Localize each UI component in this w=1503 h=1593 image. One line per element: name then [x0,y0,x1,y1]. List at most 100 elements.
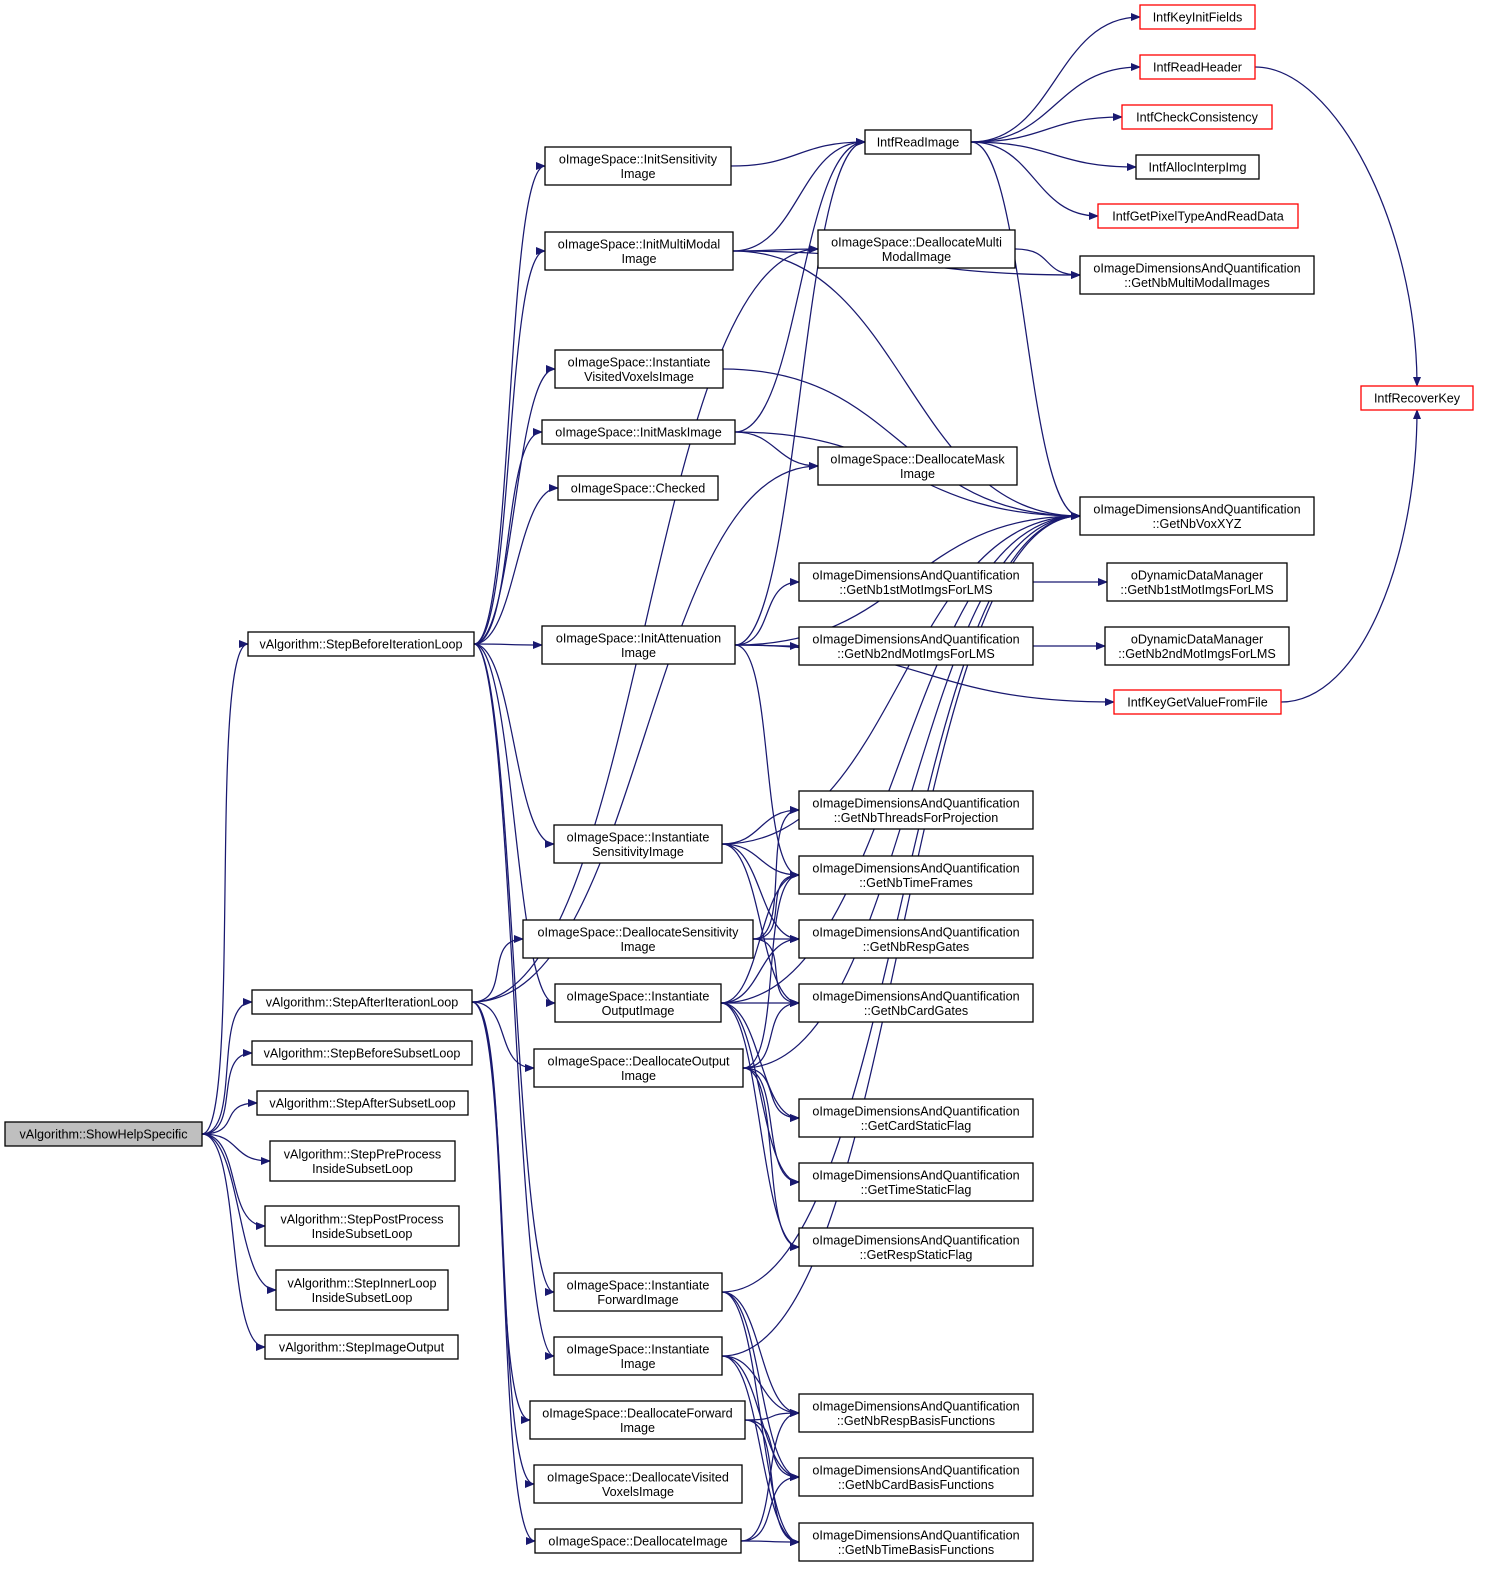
graph-node-nbcardbasis[interactable]: oImageDimensionsAndQuantification::GetNb… [798,1457,1034,1497]
graph-node-respstatic[interactable]: oImageDimensionsAndQuantification::GetRe… [798,1227,1034,1267]
graph-node-instvv[interactable]: oImageSpace::InstantiateVisitedVoxelsIma… [554,349,724,389]
graph-node-sbsl[interactable]: vAlgorithm::StepBeforeSubsetLoop [251,1040,473,1066]
node-label: Image [621,646,656,660]
graph-node-sbil[interactable]: vAlgorithm::StepBeforeIterationLoop [247,631,475,657]
node-label: oImageSpace::InitAttenuation [556,631,721,645]
node-box [798,855,1034,895]
call-edge-deallocout-to-cardstatic [742,1067,800,1122]
node-box [1113,689,1282,715]
graph-node-nbtf[interactable]: oImageDimensionsAndQuantification::GetNb… [798,855,1034,895]
call-edge-deallocimg-to-nbtimebasis [740,1537,800,1546]
node-label: ::GetNbCardGates [864,1004,968,1018]
node-box [1139,4,1256,30]
node-box [553,1272,723,1312]
call-edge-deallocsens-to-nbtf [752,871,800,940]
call-edge-instout-to-cardstatic [720,1002,800,1122]
graph-node-initmask[interactable]: oImageSpace::InitMaskImage [541,419,736,445]
node-label: oImageSpace::Instantiate [567,1342,710,1356]
graph-node-keyget[interactable]: IntfKeyGetValueFromFile [1113,689,1282,715]
node-label: Image [900,467,935,481]
call-edge-deallocout-to-nbcard [742,999,800,1069]
node-label: InsideSubsetLoop [312,1162,413,1176]
graph-node-deallocvv[interactable]: oImageSpace::DeallocateVisitedVoxelsImag… [533,1464,743,1504]
node-box [247,631,475,657]
graph-node-simgout[interactable]: vAlgorithm::StepImageOutput [264,1334,459,1360]
node-box [798,919,1034,959]
graph-node-sppre[interactable]: vAlgorithm::StepPreProcessInsideSubsetLo… [269,1140,456,1182]
node-label: IntfKeyGetValueFromFile [1127,696,1267,710]
call-edge-sail-to-deallocout [471,1001,535,1072]
node-box [533,1048,744,1088]
graph-node-root[interactable]: vAlgorithm::ShowHelpSpecific [4,1121,203,1147]
graph-node-keyinit[interactable]: IntfKeyInitFields [1139,4,1256,30]
node-box [251,1040,473,1066]
node-box [798,1227,1034,1267]
node-box [553,1336,723,1376]
graph-node-nbrespbasis[interactable]: oImageDimensionsAndQuantification::GetNb… [798,1393,1034,1433]
graph-node-readimg[interactable]: IntfReadImage [864,129,972,155]
graph-node-dyn1st[interactable]: oDynamicDataManager::GetNb1stMotImgsForL… [1106,562,1288,602]
node-label: ::GetNb2ndMotImgsForLMS [1118,647,1275,661]
node-label: Image [621,252,656,266]
call-edge-instout-to-nbresp [720,935,800,1004]
node-label: SensitivityImage [592,845,684,859]
graph-node-recover[interactable]: IntfRecoverKey [1360,385,1474,411]
node-box [798,983,1034,1023]
node-label: oImageSpace::Instantiate [567,1278,710,1292]
node-label: ForwardImage [597,1293,678,1307]
call-edge-instout-to-respstatic [720,1002,800,1251]
graph-node-sinner[interactable]: vAlgorithm::StepInnerLoopInsideSubsetLoo… [275,1269,449,1311]
node-label: oImageDimensionsAndQuantification [812,1233,1019,1247]
graph-node-nbvox[interactable]: oImageDimensionsAndQuantification::GetNb… [1079,496,1315,536]
graph-node-nbmm[interactable]: oImageDimensionsAndQuantification::GetNb… [1079,255,1315,295]
graph-node-nbtimebasis[interactable]: oImageDimensionsAndQuantification::GetNb… [798,1522,1034,1562]
node-label: oImageSpace::DeallocateSensitivity [538,925,740,939]
call-edge-deallocout-to-timestatic [742,1067,800,1186]
graph-node-deallocimg[interactable]: oImageSpace::DeallocateImage [534,1528,742,1554]
node-box [529,1400,746,1440]
call-edge-readimg-to-keyinit [970,13,1141,143]
call-edge-deallocsens-to-nbcard [752,938,800,1007]
node-label: ::GetTimeStaticFlag [861,1183,972,1197]
graph-node-nb1st[interactable]: oImageDimensionsAndQuantification::GetNb… [798,562,1034,602]
call-edge-sail-to-deallocimg [471,1001,536,1545]
graph-node-cardstatic[interactable]: oImageDimensionsAndQuantification::GetCa… [798,1098,1034,1138]
call-edge-deallocout-to-respstatic [742,1067,800,1251]
graph-node-getpixel[interactable]: IntfGetPixelTypeAndReadData [1097,203,1299,229]
call-edge-sbil-to-instout [473,643,556,1007]
graph-node-nb2nd[interactable]: oImageDimensionsAndQuantification::GetNb… [798,626,1034,666]
graph-node-checkcons[interactable]: IntfCheckConsistency [1121,104,1273,130]
graph-node-timestatic[interactable]: oImageDimensionsAndQuantification::GetTi… [798,1162,1034,1202]
graph-node-readheader[interactable]: IntfReadHeader [1139,54,1256,80]
graph-node-allocinterp[interactable]: IntfAllocInterpImg [1135,154,1260,180]
node-box [554,983,722,1023]
graph-node-nbresp[interactable]: oImageDimensionsAndQuantification::GetNb… [798,919,1034,959]
node-label: ::GetRespStaticFlag [860,1248,973,1262]
call-edge-root-to-sinner [201,1133,277,1294]
call-edge-deallocfwd-to-nbrespbasis [744,1409,800,1421]
call-edge-sbil-to-initsens [473,162,546,645]
graph-node-sail[interactable]: vAlgorithm::StepAfterIterationLoop [251,989,473,1015]
node-box [554,349,724,389]
node-label: ::GetNb2ndMotImgsForLMS [837,647,994,661]
graph-node-sasl[interactable]: vAlgorithm::StepAfterSubsetLoop [256,1090,469,1116]
graph-node-dyn2nd[interactable]: oDynamicDataManager::GetNb2ndMotImgsForL… [1104,626,1290,666]
graph-node-nbthreads[interactable]: oImageDimensionsAndQuantification::GetNb… [798,790,1034,830]
graph-node-checked[interactable]: oImageSpace::Checked [557,475,719,501]
node-box [256,1090,469,1116]
graph-node-sppost[interactable]: vAlgorithm::StepPostProcessInsideSubsetL… [264,1205,460,1247]
node-box [553,824,723,864]
graph-node-nbcard[interactable]: oImageDimensionsAndQuantification::GetNb… [798,983,1034,1023]
